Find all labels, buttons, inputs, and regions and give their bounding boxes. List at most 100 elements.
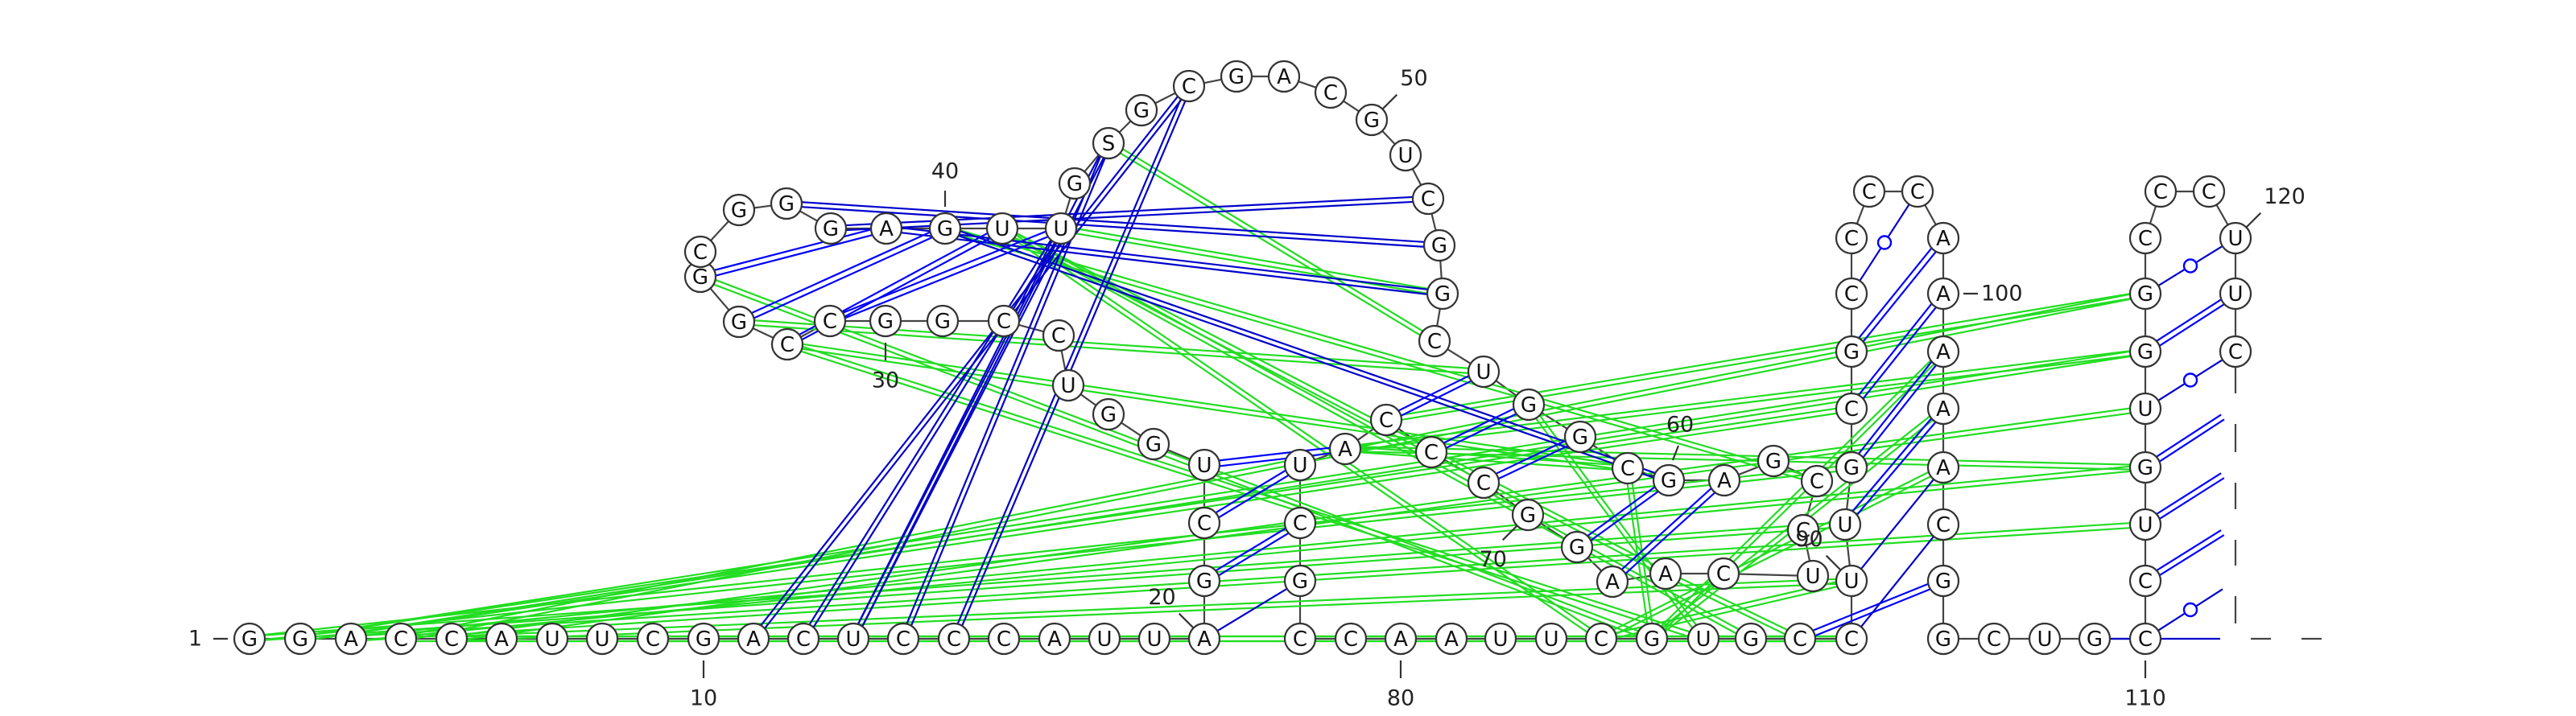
nucleotide-letter: C [2228, 340, 2243, 364]
nucleotide-circle [485, 622, 518, 656]
nucleotide: G [1422, 228, 1456, 262]
nucleotide-circle [1835, 564, 1868, 598]
backbone-segment [1298, 80, 1317, 88]
nucleotide: G [1220, 60, 1253, 93]
nucleotide-circle [2128, 392, 2162, 426]
nucleotide: U [1835, 564, 1868, 598]
nucleotide-letter: C [1379, 409, 1393, 433]
wobble-pair-dot [2182, 258, 2198, 274]
nucleotide-letter: G [731, 199, 747, 223]
nucleotide-circle [987, 304, 1021, 338]
nucleotide: A [1435, 622, 1468, 656]
nucleotide-circle [813, 304, 847, 338]
nucleotide-circle [384, 622, 418, 656]
nucleotide: G [1563, 420, 1597, 454]
nucleotide-circle [1283, 564, 1317, 598]
base-pair-line [1498, 445, 1568, 480]
tertiary-interaction-line [1660, 360, 1932, 628]
nucleotide: U [1467, 355, 1501, 389]
nucleotide-letter: G [1067, 172, 1083, 196]
nucleotide-letter: C [1293, 628, 1307, 652]
nucleotide: C [1283, 506, 1317, 540]
nucleotide-circle [1334, 622, 1368, 656]
nucleotide-circle [1422, 228, 1456, 262]
nucleotide-circle [1137, 622, 1171, 656]
nucleotide-circle [1926, 221, 1960, 255]
nucleotide-letter: U [1843, 570, 1859, 594]
nucleotide-letter: U [1146, 628, 1162, 652]
position-tick [1825, 554, 1842, 571]
nucleotide-letter: U [1476, 360, 1491, 385]
nucleotide-circle [585, 622, 619, 656]
nucleotide-circle [770, 327, 804, 361]
nucleotide-letter: A [1605, 570, 1620, 595]
nucleotide-circle [926, 304, 960, 338]
nucleotide-circle [1369, 403, 1403, 437]
wobble-pair-dot [1876, 235, 1893, 250]
nucleotide-letter: G [935, 310, 951, 334]
nucleotide-letter: C [1051, 324, 1066, 348]
nucleotide-circle [1652, 463, 1686, 497]
nucleotide-letter: G [823, 217, 839, 241]
nucleotide-letter: C [823, 310, 837, 334]
base-pair-line [1856, 422, 1937, 516]
nucleotide: C [786, 622, 820, 656]
nucleotide: G [2078, 622, 2112, 656]
nucleotide: G [1635, 622, 1669, 656]
nucleotide: U [1534, 622, 1568, 656]
backbone-segment [1411, 168, 1422, 186]
nucleotide: U [1044, 212, 1078, 245]
nucleotide-circle [985, 212, 1019, 245]
base-pair-line [2156, 529, 2222, 571]
nucleotide-letter: C [780, 333, 795, 357]
tertiary-interaction-line [754, 319, 1469, 369]
backbone-segment [1154, 92, 1176, 105]
nucleotide-letter: C [2138, 628, 2153, 652]
nucleotide-circle [1783, 622, 1817, 656]
nucleotide-circle [1835, 451, 1868, 484]
nucleotide-letter: A [344, 628, 358, 652]
nucleotide: G [928, 212, 962, 245]
nucleotide-circle [683, 235, 717, 269]
nucleotide-circle [1384, 622, 1418, 656]
wobble-pair-dot [2182, 372, 2198, 388]
nucleotide-circle [1283, 622, 1317, 656]
nucleotide: C [2219, 335, 2252, 368]
tertiary-interaction-line [365, 522, 2130, 636]
nucleotide-letter: A [1936, 227, 1951, 251]
nucleotide-circle [1187, 448, 1221, 482]
backbone-segment [709, 287, 730, 311]
backbone-segment [1738, 465, 1760, 476]
position-tick [1501, 525, 1518, 541]
nucleotide: U [1051, 368, 1085, 402]
nucleotide-letter: C [1844, 227, 1859, 251]
nucleotide-letter: A [1444, 628, 1459, 652]
backbone-segment [1846, 539, 1851, 566]
backbone-segment [1587, 557, 1603, 572]
nucleotide-circle [1137, 427, 1170, 461]
nucleotide: C [886, 622, 920, 656]
nucleotide-letter: G [1435, 282, 1451, 307]
nucleotide-circle [1467, 355, 1501, 389]
nucleotide-circle [886, 622, 920, 656]
backbone-segment [1118, 120, 1132, 134]
backbone-segment [710, 220, 729, 241]
position-number: 110 [2124, 686, 2166, 711]
nucleotide: G [1125, 93, 1158, 127]
nucleotide-circle [283, 622, 317, 656]
nucleotide-letter: G [1935, 570, 1951, 594]
nucleotide-circle [786, 622, 820, 656]
nucleotide-letter: U [1397, 144, 1413, 168]
nucleotide-letter: C [796, 628, 811, 652]
base-pair-line [1218, 474, 1290, 519]
nucleotide-letter: C [1987, 628, 2001, 652]
tertiary-interaction-line [715, 278, 1639, 632]
nucleotide-letter: C [1793, 628, 1807, 652]
nucleotide: G [1092, 397, 1125, 431]
nucleotide-letter: C [1862, 180, 1876, 204]
backbone-segment [1060, 350, 1067, 371]
nucleotide-circle [1051, 368, 1085, 402]
nucleotide: G [1926, 564, 1960, 598]
tertiary-interaction-line [1401, 293, 2130, 417]
base-pair-line [1587, 486, 1656, 537]
